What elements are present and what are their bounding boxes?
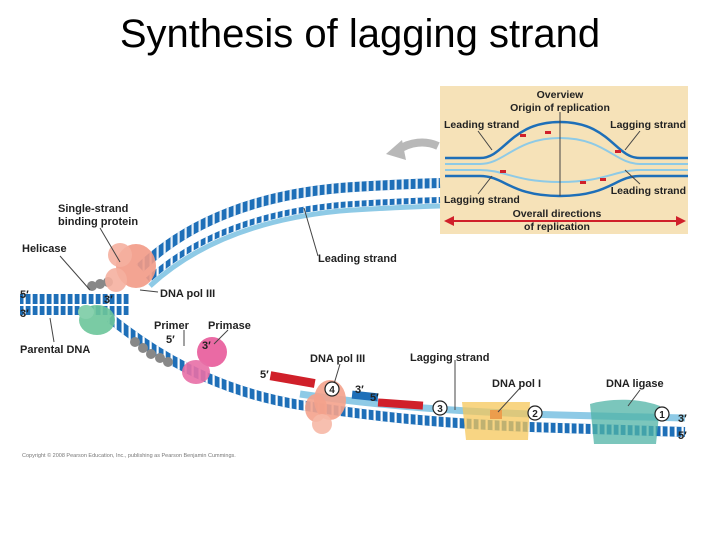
end-okazaki-5a: 5′ xyxy=(260,369,269,381)
okazaki-primer-1 xyxy=(269,371,316,388)
dna-pol-i-shape xyxy=(462,402,530,440)
step-markers: 1 2 3 4 xyxy=(324,381,670,422)
overview-inset: Overview Origin of replication Leading s… xyxy=(440,86,688,234)
overview-lagging-left: Lagging strand xyxy=(444,194,520,206)
end-left-bottom-3: 3′ xyxy=(20,308,29,320)
parental-dna-label: Parental DNA xyxy=(20,344,90,356)
end-okazaki-3: 3′ xyxy=(355,384,364,396)
end-primer-5: 5′ xyxy=(166,334,175,346)
end-right-5: 5′ xyxy=(678,430,687,442)
step-1: 1 xyxy=(659,410,665,421)
overview-background xyxy=(440,86,688,234)
helicase-shape xyxy=(78,305,115,335)
dna-pol-i-label: DNA pol I xyxy=(492,378,541,390)
leading-strand-label: Leading strand xyxy=(318,253,397,265)
step-3: 3 xyxy=(437,404,443,415)
overview-leading-right: Leading strand xyxy=(611,185,686,197)
lagging-strand-label: Lagging strand xyxy=(410,352,489,364)
overview-origin-label: Origin of replication xyxy=(510,102,610,114)
overview-leading-left: Leading strand xyxy=(444,119,519,131)
zoom-arrow xyxy=(395,138,440,154)
dna-ligase-shape xyxy=(590,399,660,444)
page-title: Synthesis of lagging strand xyxy=(119,12,601,56)
primase-shape xyxy=(182,337,227,384)
primase-label: Primase xyxy=(208,320,251,332)
end-right-3: 3′ xyxy=(678,413,687,425)
ssb-label-line1: Single-strand xyxy=(58,203,128,215)
overview-lagging-right: Lagging strand xyxy=(610,119,686,131)
dna-pol-iii-top-shape xyxy=(105,243,156,292)
dna-pol-iii-top-label: DNA pol III xyxy=(160,288,215,300)
leading-strand-duplex xyxy=(136,178,441,288)
overview-directions-line2: of replication xyxy=(524,221,590,233)
ssb-label-line2: binding protein xyxy=(58,216,138,228)
parental-dna xyxy=(20,294,130,315)
end-left-top-5: 5′ xyxy=(20,289,29,301)
label-pointers xyxy=(49,207,641,413)
okazaki-primer-2 xyxy=(377,398,424,410)
overview-primers xyxy=(500,131,621,184)
primer-label: Primer xyxy=(154,320,190,332)
end-okazaki-5b: 5′ xyxy=(370,392,379,404)
helicase-label: Helicase xyxy=(22,243,67,255)
end-primase-3: 3′ xyxy=(202,340,211,352)
overview-heading: Overview xyxy=(537,89,585,101)
dna-ligase-label: DNA ligase xyxy=(606,378,664,390)
step-4: 4 xyxy=(329,385,335,396)
end-near-helicase-3: 3′ xyxy=(104,294,113,306)
overview-directions-line1: Overall directions xyxy=(513,208,602,220)
step-2: 2 xyxy=(532,409,538,420)
dna-pol-iii-bottom-label: DNA pol III xyxy=(310,353,365,365)
copyright-text: Copyright © 2008 Pearson Education, Inc.… xyxy=(22,452,236,459)
